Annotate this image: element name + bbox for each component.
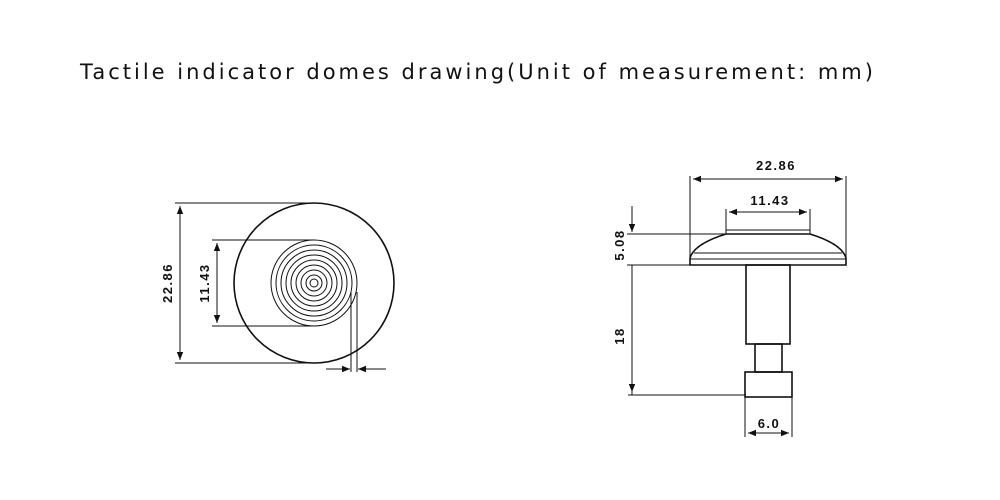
stem (745, 264, 791, 345)
outer-diameter-label: 22.86 (160, 263, 175, 303)
stem-width-label: 6.0 (758, 416, 781, 431)
concentric-rings (270, 239, 358, 327)
top-width-label: 22.86 (756, 158, 796, 173)
drawing-title: Tactile indicator domes drawing(Unit of … (80, 60, 876, 84)
outer-circle (233, 202, 395, 364)
top-view: 22.86 11.43 (160, 202, 395, 373)
dome-body (689, 233, 847, 266)
stem-length-label: 18 (612, 327, 627, 344)
side-view: 22.86 11.43 5.08 18 6.0 (612, 158, 847, 437)
dome-height-label: 5.08 (612, 229, 627, 260)
dome-top-width-label: 11.43 (750, 193, 789, 208)
stem-neck (754, 343, 783, 373)
stem-foot (744, 371, 793, 398)
inner-diameter-label: 11.43 (197, 263, 212, 302)
